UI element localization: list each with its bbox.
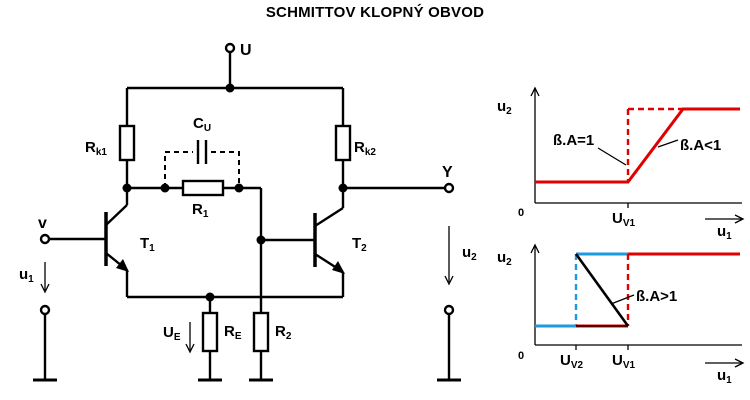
circuit: U Rk1 Rk2 R1 CU xyxy=(19,42,477,382)
graph-bottom-xlabel: u1 xyxy=(717,367,732,386)
graph-top-origin: 0 xyxy=(518,207,524,219)
resistor-r2 xyxy=(252,311,270,353)
graph-top-xlabel: u1 xyxy=(717,223,732,242)
r2-label: R2 xyxy=(275,323,292,342)
graph-top-label-eq1: ß.A=1 xyxy=(553,132,594,149)
diagram-title: SCHMITTOV KLOPNÝ OBVOD xyxy=(265,4,485,21)
u2-label: u2 xyxy=(462,244,477,263)
graph-top-pointer-lt1 xyxy=(657,139,679,148)
graph-top-pointer-eq1 xyxy=(597,147,627,166)
ue-arrow-head xyxy=(185,343,195,354)
output-ground-terminal xyxy=(443,304,455,316)
re-label: RE xyxy=(224,323,242,342)
cu-node-left xyxy=(160,183,170,193)
transistor-t2 xyxy=(313,206,345,297)
graph-bottom-ylabel: u2 xyxy=(497,249,512,268)
output-label: Y xyxy=(442,164,453,181)
graph-top-threshold-label: UV1 xyxy=(612,210,636,229)
cu-wire-left xyxy=(164,151,193,188)
graph-top-y-arrow xyxy=(530,86,540,97)
resistor-rk1 xyxy=(118,124,136,162)
input-label: v xyxy=(38,215,47,232)
graph-bottom-x-arrow-head xyxy=(734,358,745,368)
graph-bottom-label-gt1: ß.A>1 xyxy=(636,288,677,305)
graph-bottom-y-arrow xyxy=(530,243,540,254)
graph-bottom-threshold-high-label: UV1 xyxy=(612,352,636,371)
graph-top-ylabel: u2 xyxy=(497,98,512,117)
cu-node-right xyxy=(234,183,244,193)
cu-wire-right xyxy=(211,151,240,188)
output-terminal xyxy=(443,182,455,194)
t1-label: T1 xyxy=(140,235,155,254)
graph-bottom-pointer-gt1 xyxy=(610,294,635,305)
transistor-t1 xyxy=(104,204,129,297)
graph-top-x-arrow-head xyxy=(734,214,745,224)
rk2-label: Rk2 xyxy=(354,139,376,158)
graph-top-label-lt1: ß.A<1 xyxy=(680,137,721,154)
resistor-rk2 xyxy=(334,124,352,162)
capacitor-label: CU xyxy=(193,115,211,134)
graph-top-curve-lt1 xyxy=(535,107,740,184)
supply-node-dot xyxy=(225,83,235,93)
graph-bottom-threshold-low-label: UV2 xyxy=(560,352,584,371)
resistor-r1 xyxy=(181,179,225,197)
r1-label: R1 xyxy=(192,201,209,220)
supply-terminal xyxy=(224,42,236,54)
graph-top: u2 0 UV1 u1 ß.A=1 ß.A<1 xyxy=(497,86,745,242)
input-ground-terminal xyxy=(39,304,51,316)
u2-arrow-head xyxy=(444,275,454,286)
rk1-label: Rk1 xyxy=(85,139,107,158)
supply-label: U xyxy=(240,42,252,59)
resistor-re xyxy=(201,311,219,353)
input-terminal xyxy=(39,233,51,245)
graph-bottom-black-slope xyxy=(574,253,630,327)
ue-label: UE xyxy=(163,324,181,343)
graph-bottom: u2 0 UV2 UV1 u1 ß.A>1 xyxy=(497,243,745,386)
graph-bottom-origin: 0 xyxy=(518,350,524,362)
u1-arrow-head xyxy=(40,283,50,294)
u1-label: u1 xyxy=(19,266,34,285)
t2-label: T2 xyxy=(352,235,367,254)
